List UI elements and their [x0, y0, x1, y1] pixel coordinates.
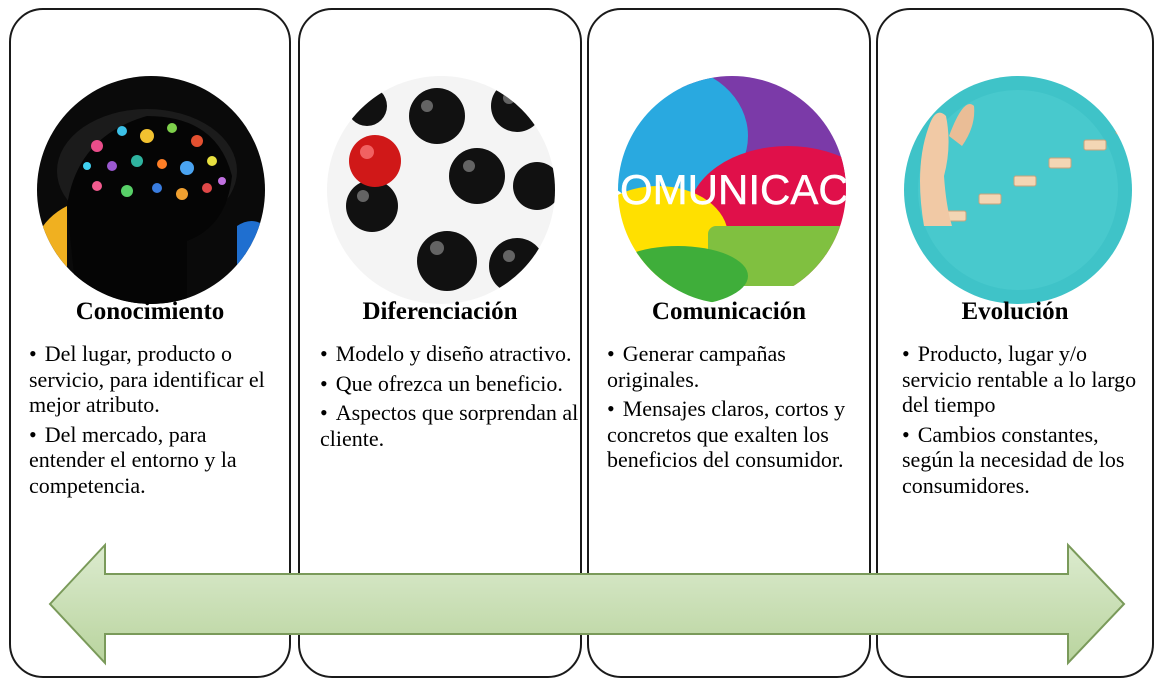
list-item: •Mensajes claros, cortos y concretos que…	[607, 396, 846, 472]
panel-title: Comunicación	[651, 298, 807, 325]
list-item: •Generar campañas originales.	[607, 341, 786, 392]
bullet-list: •Modelo y diseño atractivo. •Que ofrezca…	[320, 341, 582, 455]
list-item: •Que ofrezca un beneficio.	[320, 370, 563, 396]
list-item: •Modelo y diseño atractivo.	[320, 341, 572, 366]
panel-comunicacion: OMUNICACI Comunicación •Generar campañas…	[587, 8, 871, 678]
panel-evolucion: Evolución •Producto, lugar y/o servicio …	[876, 8, 1154, 678]
panel-title: Evolución	[961, 298, 1069, 325]
bullet-list: •Producto, lugar y/o servicio rentable a…	[902, 341, 1150, 502]
panel-conocimiento: Conocimiento •Del lugar, producto o serv…	[9, 8, 291, 678]
list-item: •Producto, lugar y/o servicio rentable a…	[902, 341, 1137, 417]
panel-diferenciacion: Diferenciación •Modelo y diseño atractiv…	[298, 8, 582, 678]
list-item: •Cambios constantes, según la necesidad …	[902, 421, 1125, 498]
list-item: •Del lugar, producto o servicio, para id…	[29, 341, 265, 417]
brain-network-icon	[37, 76, 265, 304]
red-ball-among-black-balls-icon	[327, 76, 555, 304]
bullet-list: •Generar campañas originales. •Mensajes …	[607, 341, 869, 477]
hand-climbing-steps-icon	[904, 76, 1132, 304]
svg-text:OMUNICACI: OMUNICACI	[620, 166, 846, 213]
panel-title: Diferenciación	[362, 298, 518, 325]
panel-title: Conocimiento	[75, 298, 225, 325]
list-item: •Del mercado, para entender el entorno y…	[29, 421, 237, 498]
bullet-list: •Del lugar, producto o servicio, para id…	[29, 341, 287, 502]
list-item: •Aspectos que sorprendan al cliente.	[320, 400, 579, 451]
colorful-speech-bubbles-icon: OMUNICACI	[618, 76, 846, 304]
